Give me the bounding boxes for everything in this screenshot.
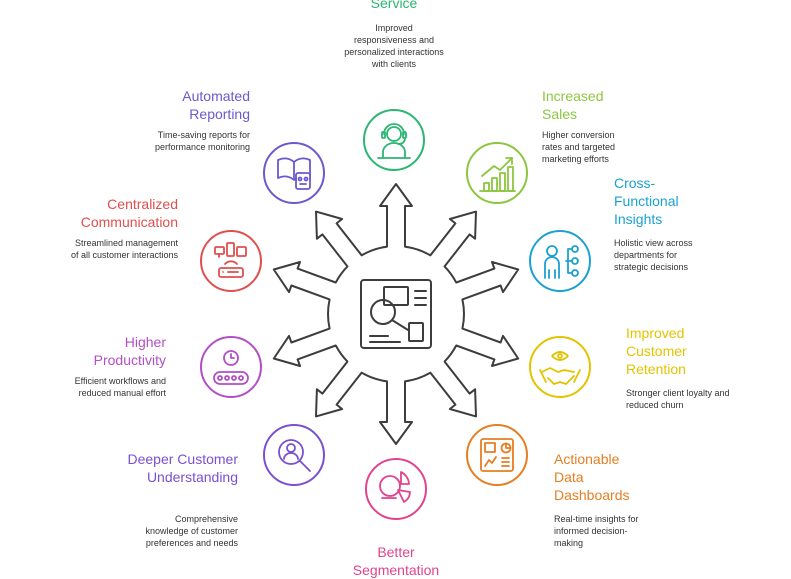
understanding-node bbox=[263, 424, 325, 486]
person-network-icon bbox=[544, 245, 579, 279]
dashboards-node bbox=[466, 424, 528, 486]
segmentation-title: Better Segmentation bbox=[352, 544, 440, 578]
reporting-title: Automated Reporting bbox=[182, 88, 250, 122]
customer-service-agent-icon bbox=[377, 123, 411, 159]
book-robot-icon bbox=[277, 157, 311, 190]
communication-title: Centralized Communication bbox=[80, 196, 178, 230]
retention-node bbox=[529, 336, 591, 398]
reporting-node bbox=[263, 142, 325, 204]
sales-description: Higher conversion rates and targeted mar… bbox=[542, 130, 616, 164]
productivity-node bbox=[200, 336, 262, 398]
reporting-description: Time-saving reports for performance moni… bbox=[154, 130, 250, 152]
crm-dashboard-icon bbox=[360, 279, 432, 349]
segmentation-node bbox=[365, 458, 427, 520]
central-hub bbox=[272, 183, 520, 445]
retention-title: Improved Customer Retention bbox=[626, 325, 687, 377]
service-node bbox=[363, 109, 425, 171]
handshake-icon bbox=[539, 351, 581, 385]
dashboard-icon bbox=[480, 438, 514, 472]
communication-node bbox=[200, 230, 262, 292]
productivity-description: Efficient workflows and reduced manual e… bbox=[74, 376, 166, 398]
sales-node bbox=[466, 142, 528, 204]
retention-description: Stronger client loyalty and reduced chur… bbox=[626, 388, 730, 410]
dashboards-title: Actionable Data Dashboards bbox=[554, 451, 630, 503]
growth-chart-icon bbox=[479, 157, 516, 192]
dashboards-description: Real-time insights for informed decision… bbox=[554, 514, 639, 548]
communication-description: Streamlined management of all customer i… bbox=[70, 238, 178, 260]
sales-title: Increased Sales bbox=[542, 88, 604, 122]
clock-conveyor-icon bbox=[213, 350, 249, 385]
cross-functional-title: Cross-Functional Insights bbox=[614, 175, 679, 227]
pie-segment-icon bbox=[379, 471, 411, 503]
understanding-title: Deeper Customer Understanding bbox=[127, 451, 239, 485]
service-description: Improved responsiveness and personalized… bbox=[344, 23, 444, 69]
magnify-person-icon bbox=[278, 439, 311, 472]
devices-router-icon bbox=[214, 242, 247, 278]
understanding-description: Comprehensive knowledge of customer pref… bbox=[145, 514, 238, 548]
cross-functional-node bbox=[529, 230, 591, 292]
service-title: Service bbox=[370, 0, 418, 11]
productivity-title: Higher Productivity bbox=[93, 334, 166, 368]
cross-functional-description: Holistic view across departments for str… bbox=[614, 238, 693, 272]
